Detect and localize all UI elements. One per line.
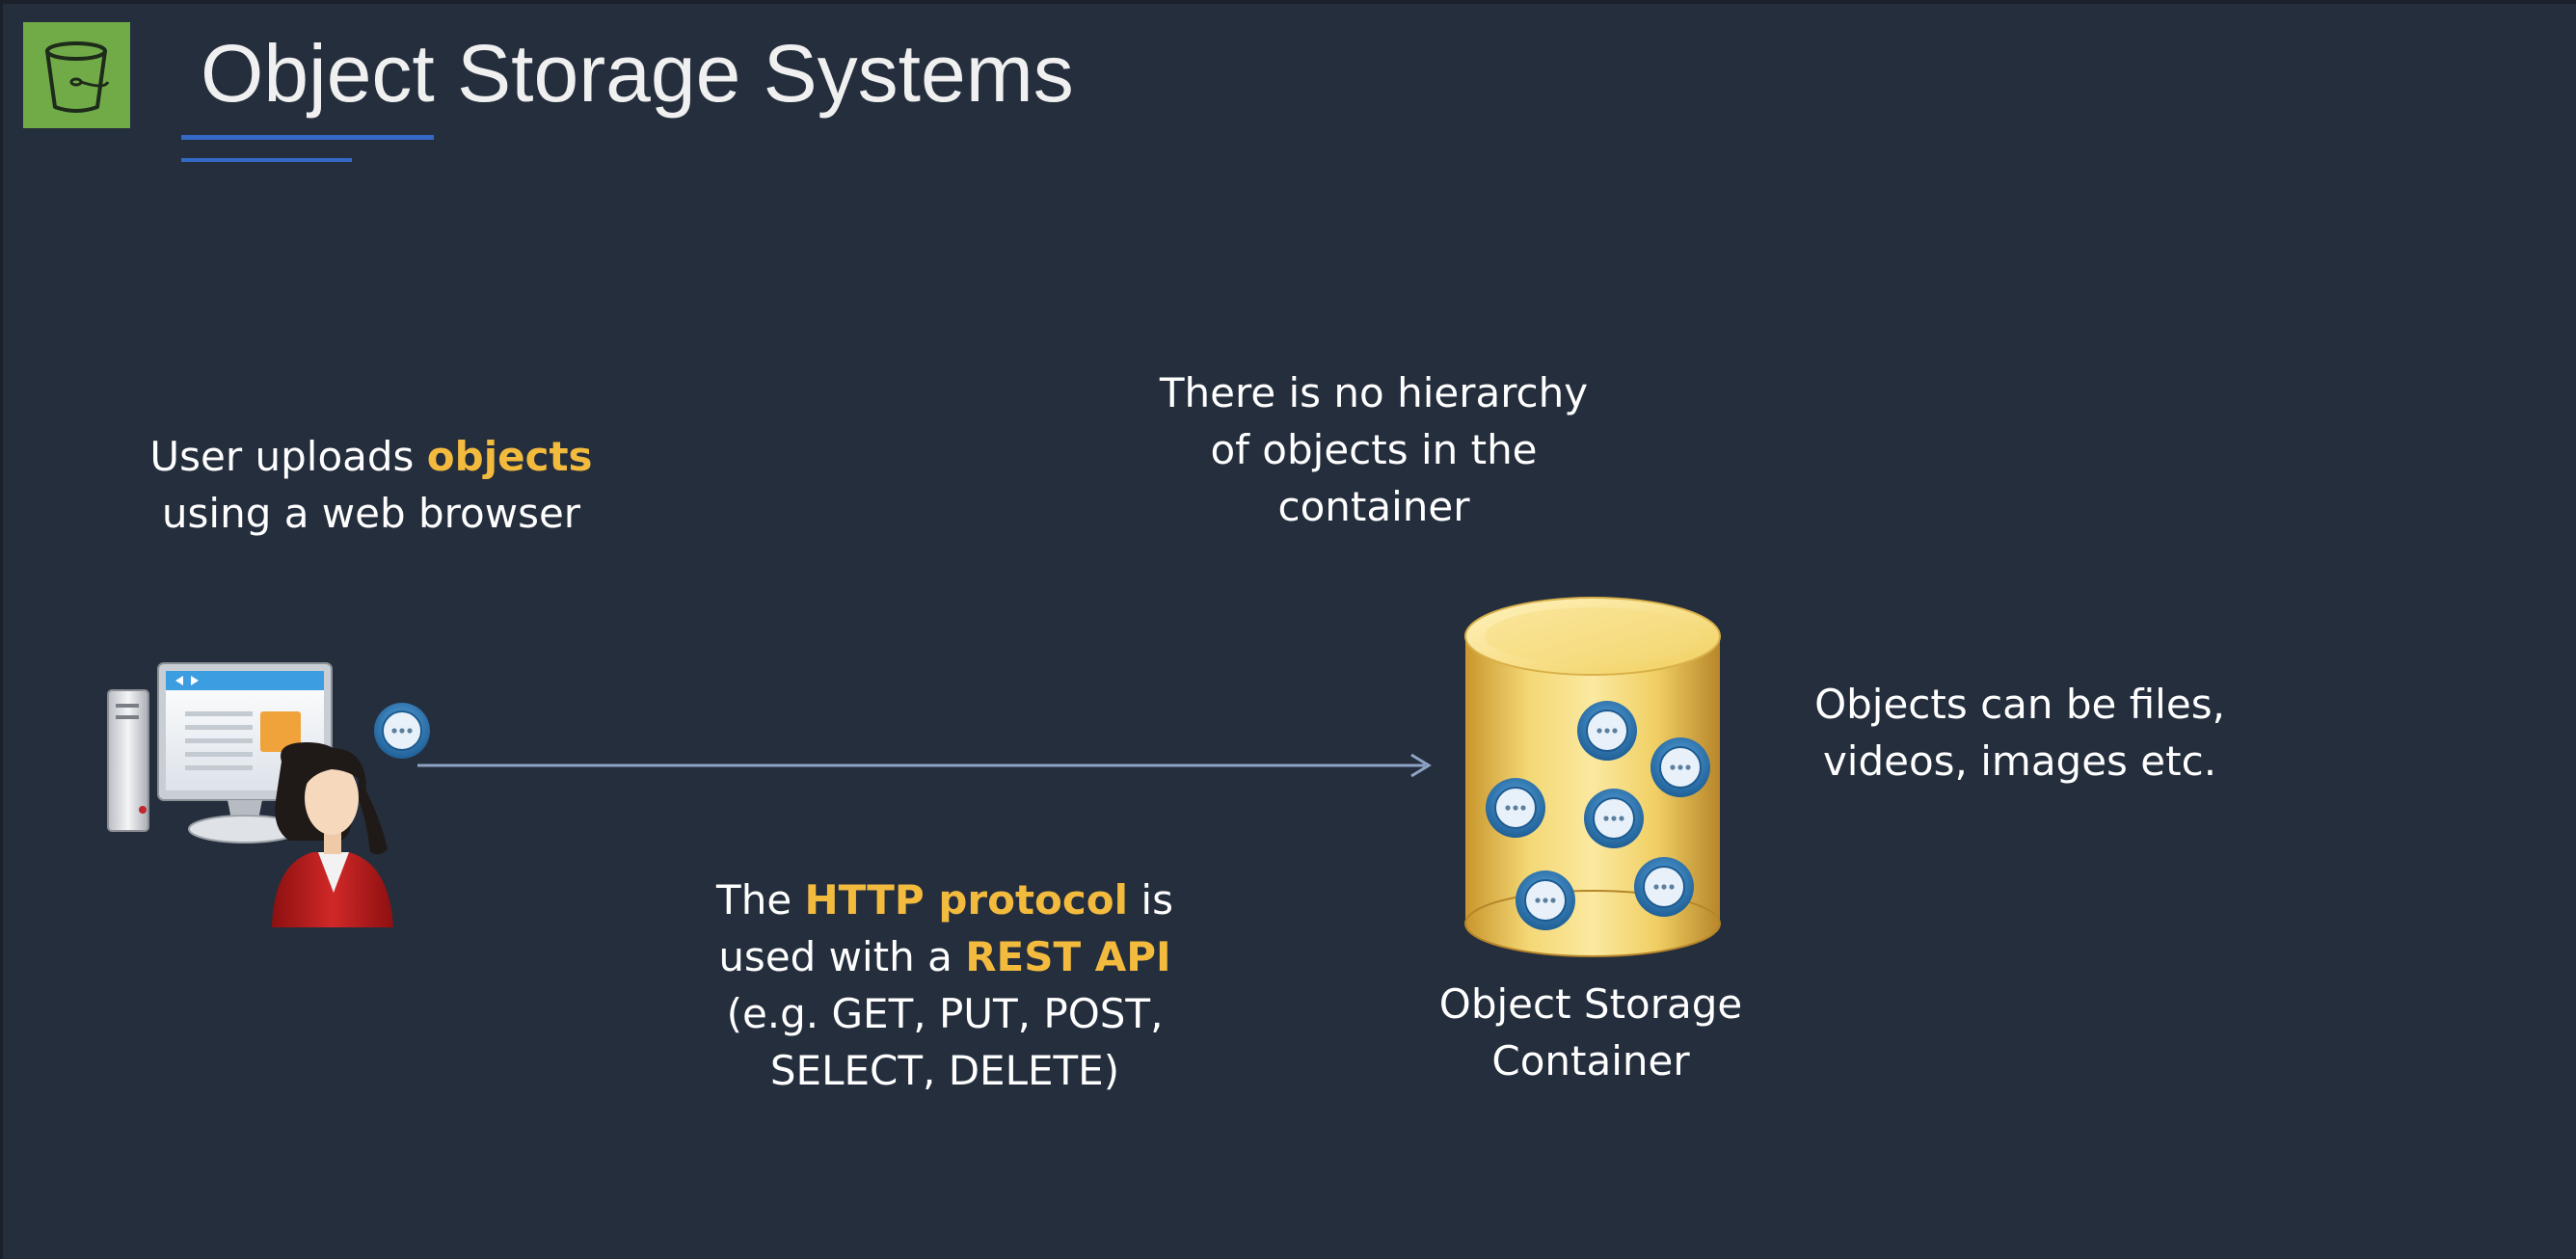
title-underline [181, 135, 434, 140]
upload-note-line1: User uploads objects [149, 433, 593, 480]
http-note-line3: (e.g. GET, PUT, POST, [726, 990, 1164, 1037]
object-icon [1486, 778, 1545, 838]
container-label-line1: Object Storage [1438, 980, 1743, 1028]
bucket-logo [23, 22, 130, 128]
highlight-rest-api: REST API [965, 933, 1171, 980]
http-note: The HTTP protocol is used with a REST AP… [656, 871, 1234, 1099]
http-note-line1: The HTTP protocol is [716, 876, 1173, 924]
hierarchy-note-line3: container [1277, 483, 1470, 530]
http-note-line2: used with a REST API [718, 933, 1171, 980]
object-icon [1577, 701, 1637, 761]
highlight-http-protocol: HTTP protocol [804, 876, 1129, 924]
uploaded-object-icon [374, 703, 430, 759]
objects-note-line2: videos, images etc. [1822, 737, 2217, 785]
slide-frame-top [0, 0, 2576, 4]
object-icon [1516, 871, 1575, 930]
objects-note-line1: Objects can be files, [1814, 681, 2225, 728]
object-icon [1584, 789, 1644, 848]
upload-note: User uploads objects using a web browser [96, 428, 646, 542]
object-icon [1650, 737, 1710, 797]
hierarchy-note-line2: of objects in the [1210, 426, 1538, 473]
container-label-line2: Container [1491, 1037, 1690, 1085]
arrow-right-icon [417, 753, 1432, 778]
slide-frame-left [0, 0, 3, 1259]
user-at-computer-icon [107, 662, 393, 927]
upload-note-line2: using a web browser [161, 490, 581, 537]
objects-note: Objects can be files, videos, images etc… [1774, 676, 2266, 790]
container-label: Object Storage Container [1398, 976, 1784, 1089]
http-note-line4: SELECT, DELETE) [769, 1047, 1120, 1094]
object-icon [1634, 857, 1694, 917]
hierarchy-note: There is no hierarchy of objects in the … [1118, 364, 1629, 535]
bucket-icon [45, 41, 110, 113]
hierarchy-note-line1: There is no hierarchy [1159, 369, 1589, 416]
title-underline-secondary [181, 158, 352, 162]
highlight-objects: objects [426, 433, 593, 480]
page-title: Object Storage Systems [201, 28, 1074, 119]
